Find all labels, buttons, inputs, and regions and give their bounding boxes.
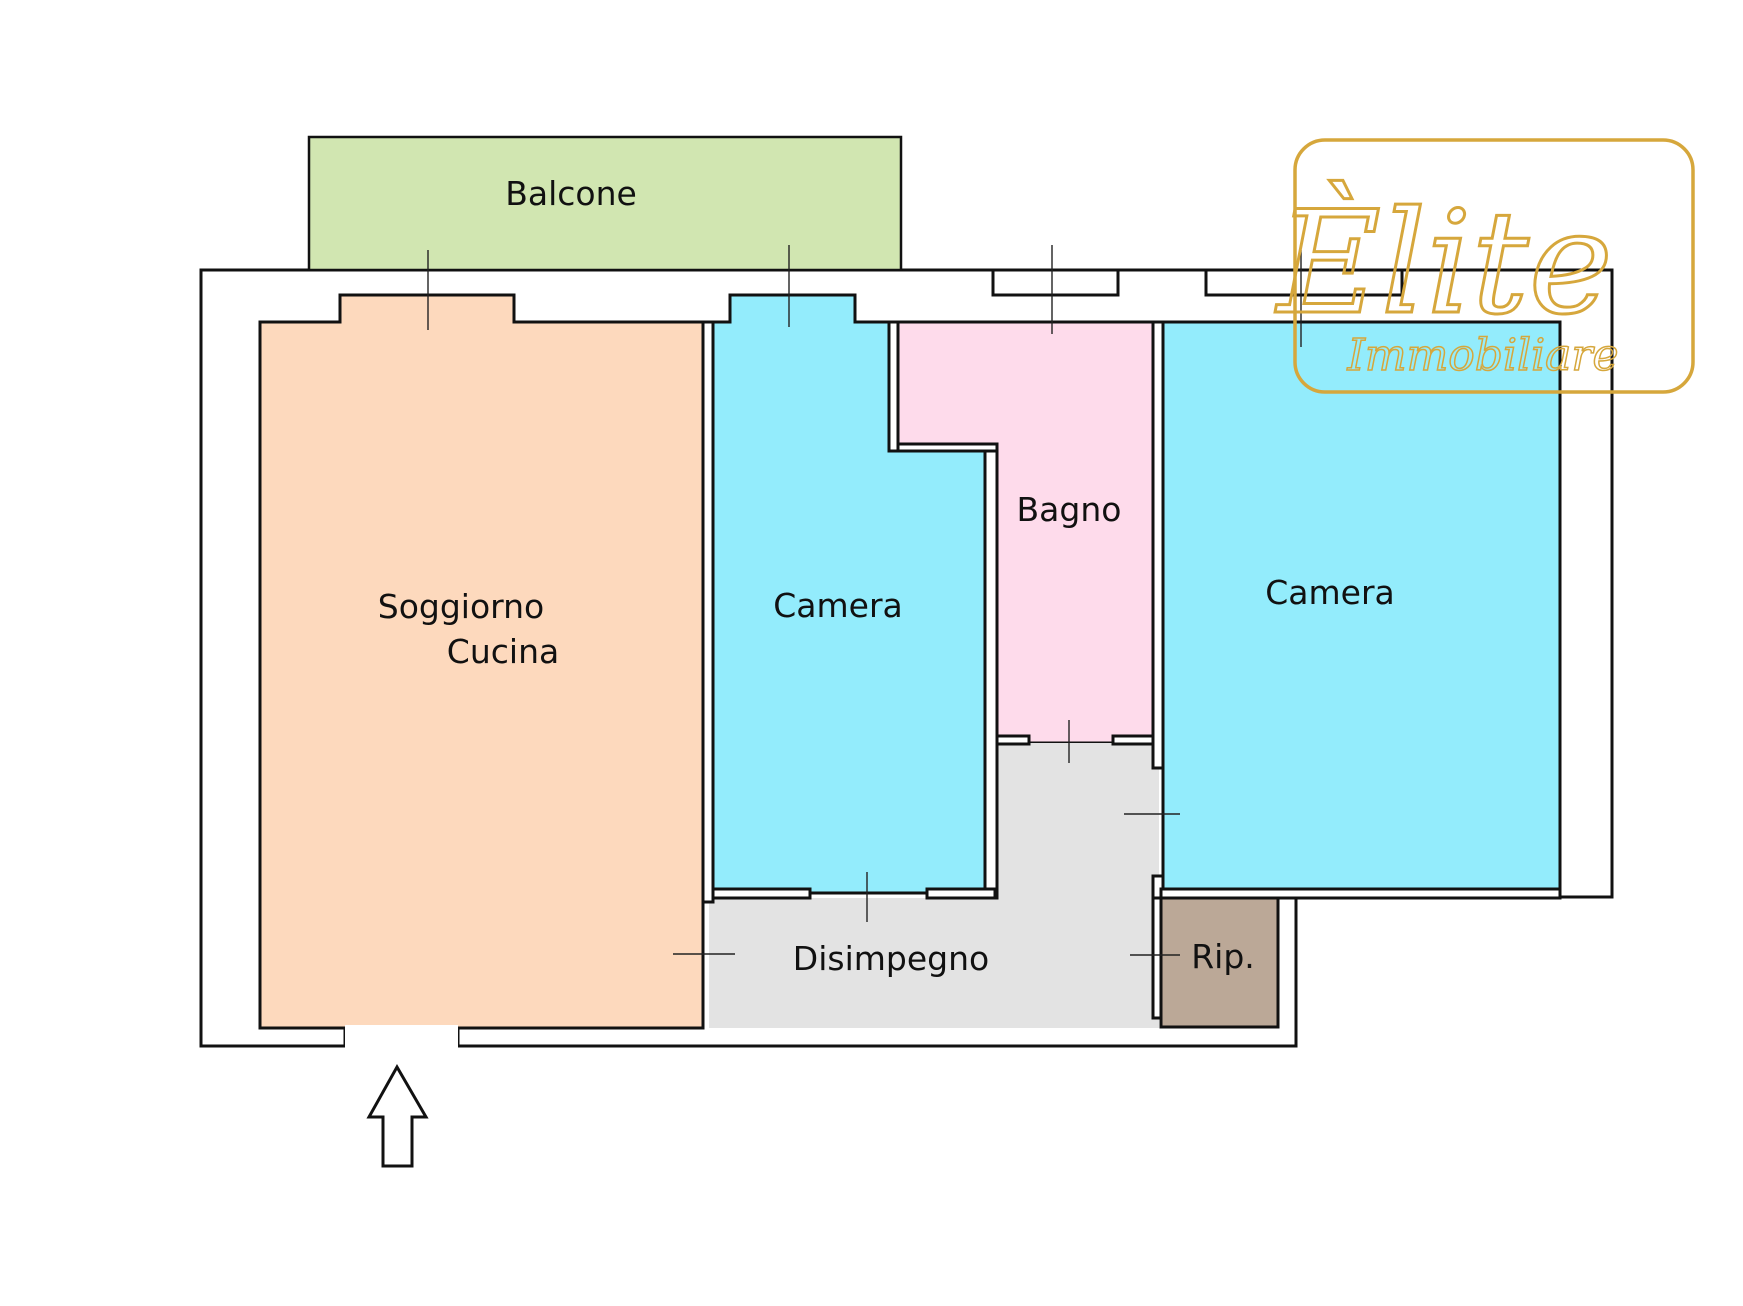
entrance-arrow-icon — [366, 1063, 429, 1168]
wall-camera2-bottom — [1159, 887, 1562, 900]
label-ripostiglio: Rip. — [1191, 937, 1255, 976]
svg-text:Immobiliare: Immobiliare — [1346, 330, 1618, 381]
wall-soggiorno-camera — [701, 320, 715, 904]
wall-bagno-bottom-left — [995, 734, 1031, 746]
label-disimpegno: Disimpegno — [793, 939, 989, 978]
label-camera-1: Camera — [773, 586, 903, 625]
elite-immobiliare-logo: Èlite Immobiliare — [1273, 138, 1695, 394]
entrance-opening — [345, 1025, 458, 1049]
label-balcone: Balcone — [505, 174, 637, 213]
label-cucina: Cucina — [447, 632, 559, 671]
wall-rip-left — [1151, 896, 1163, 1020]
room-disimpegno — [709, 743, 1159, 1028]
wall-camera-bagno — [983, 449, 999, 900]
wall-bagno-camera2 — [1151, 320, 1165, 770]
wall-camera1-bottom-right — [925, 887, 997, 900]
label-soggiorno: Soggiorno — [378, 587, 544, 626]
window-camera2 — [1204, 268, 1404, 297]
svg-text:Èlite: Èlite — [1274, 180, 1613, 346]
label-bagno: Bagno — [1017, 490, 1122, 529]
window-bagno — [991, 268, 1120, 297]
wall-camera1-bottom-left — [711, 887, 812, 900]
wall-bagno-bottom-right — [1111, 734, 1155, 746]
room-balcone — [307, 135, 903, 272]
label-camera-2: Camera — [1265, 573, 1395, 612]
wall-camera-bagno-upper — [887, 320, 900, 453]
